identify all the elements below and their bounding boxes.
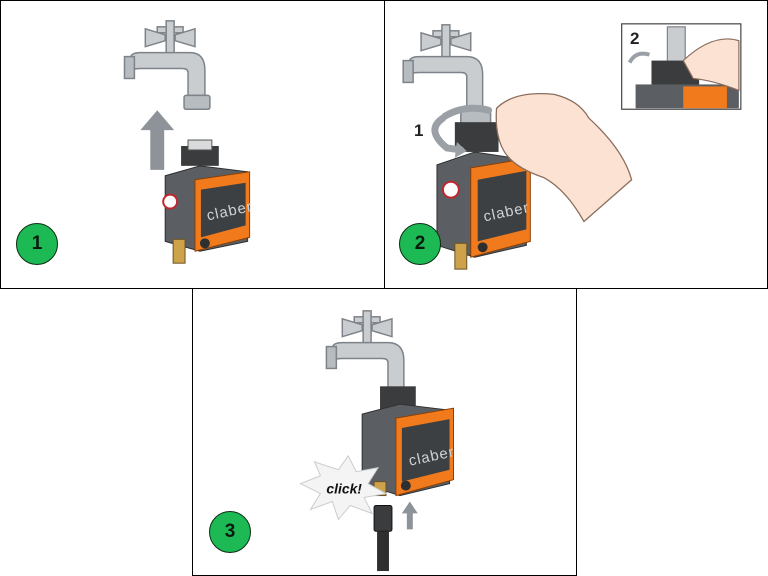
hose-connector [373, 504, 393, 572]
tap-icon [123, 20, 211, 110]
step-1-illustration: claber [123, 20, 254, 264]
up-arrow-icon [401, 501, 418, 530]
timer-device [361, 386, 455, 497]
step-2-panel: claber 1 2 2 [384, 0, 768, 289]
up-arrow-icon [140, 110, 175, 170]
rotate-arrow-icon [431, 114, 465, 154]
step-badge-2: 2 [399, 223, 441, 265]
sub-step-2-label: 2 [630, 29, 640, 48]
hand-illustration [495, 93, 633, 223]
click-sound-label: click! [326, 481, 362, 497]
inset-detail [621, 23, 742, 110]
step-1-panel: claber 1 [0, 0, 385, 289]
step-2-illustration: claber [402, 23, 742, 270]
sub-step-1-label: 1 [414, 121, 424, 140]
tap-icon [325, 310, 405, 390]
timer-device [162, 139, 251, 264]
step-badge-3: 3 [209, 511, 251, 553]
step-3-illustration: claber click! [299, 310, 456, 572]
step-badge-1: 1 [16, 223, 58, 265]
step-3-panel: claber click! 3 [192, 288, 577, 576]
click-burst-icon [299, 454, 388, 521]
